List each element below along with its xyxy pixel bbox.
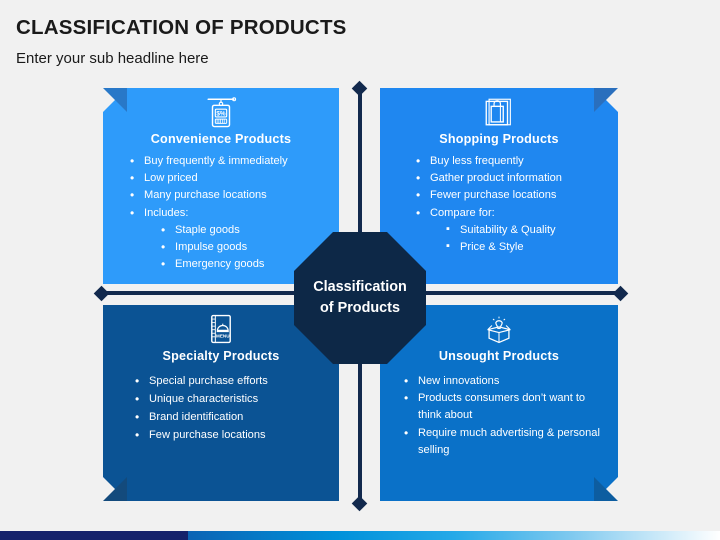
quadrant-shopping-products[interactable]: Shopping Products Buy less frequently Ga… [380,88,618,284]
quadrant-specialty-products[interactable]: MENU Specialty Products Special purchase… [103,305,339,501]
diamond-marker-left [93,285,110,302]
list-item: Compare for: [390,204,608,223]
bottom-accent-bar [0,531,720,540]
list-item: Gather product information [390,169,608,188]
list-item: Many purchase locations [113,186,329,205]
page-subtitle: Enter your sub headline here [16,50,209,67]
bullet-list: Buy less frequently Gather product infor… [390,152,608,223]
list-item: Emergency goods [113,255,329,274]
list-item: Brand identification [113,408,329,427]
list-item: Buy less frequently [390,152,608,171]
list-item: Few purchase locations [113,426,329,445]
diamond-marker-top [351,80,368,97]
list-item: Price & Style [390,238,608,256]
panel-heading: Specialty Products [162,349,280,363]
center-node-label: Classification of Products [313,277,407,320]
panel-content: Shopping Products Buy less frequently Ga… [380,88,618,256]
panel-content: $% Convenience Products Buy frequently &… [103,88,339,275]
shopping-bag-icon [485,98,511,126]
corner-fold [594,88,618,112]
accent-bar-gradient-segment [188,531,720,540]
svg-text:$%: $% [216,111,226,118]
list-item: Staple goods [113,221,329,240]
svg-text:MENU: MENU [216,334,230,339]
panel-content: MENU Specialty Products Special purchase… [103,305,339,445]
list-item: Impulse goods [113,238,329,257]
list-item: New innovations [390,372,608,391]
panel-content: Unsought Products New innovations Produc… [380,305,618,459]
bullet-list: New innovations Products consumers don’t… [390,372,608,459]
corner-fold [594,477,618,501]
diamond-marker-right [612,285,629,302]
center-node-line2: of Products [320,300,400,316]
list-item: Fewer purchase locations [390,186,608,205]
diamond-marker-bottom [351,495,368,512]
bullet-list: Special purchase efforts Unique characte… [113,372,329,445]
list-item: Suitability & Quality [390,221,608,239]
list-item: Buy frequently & immediately [113,152,329,171]
list-item: Unique characteristics [113,390,329,409]
bullet-list: Buy frequently & immediately Low priced … [113,152,329,223]
page-title: CLASSIFICATION OF PRODUCTS [16,16,347,39]
quadrant-convenience-products[interactable]: $% Convenience Products Buy frequently &… [103,88,339,284]
list-item: Low priced [113,169,329,188]
list-item: Includes: [113,204,329,223]
sub-bullet-list: Suitability & Quality Price & Style [390,221,608,256]
center-node-line1: Classification [313,278,407,295]
corner-fold [103,88,127,112]
quadrant-unsought-products[interactable]: Unsought Products New innovations Produc… [380,305,618,501]
panel-heading: Unsought Products [438,349,560,363]
panel-heading: Shopping Products [439,132,559,146]
panel-heading: Convenience Products [150,132,292,146]
list-item: Special purchase efforts [113,372,329,391]
accent-bar-solid-segment [0,531,188,540]
list-item: Require much advertising & personal sell… [390,424,608,459]
lightbulb-box-icon [487,316,511,344]
sub-bullet-list: Staple goods Impulse goods Emergency goo… [113,221,329,275]
corner-fold [103,477,127,501]
menu-book-icon: MENU [211,314,231,344]
center-octagon-node[interactable]: Classification of Products [294,232,426,364]
price-tag-icon: $% [207,97,237,128]
list-item: Products consumers don’t want to think a… [390,389,608,424]
